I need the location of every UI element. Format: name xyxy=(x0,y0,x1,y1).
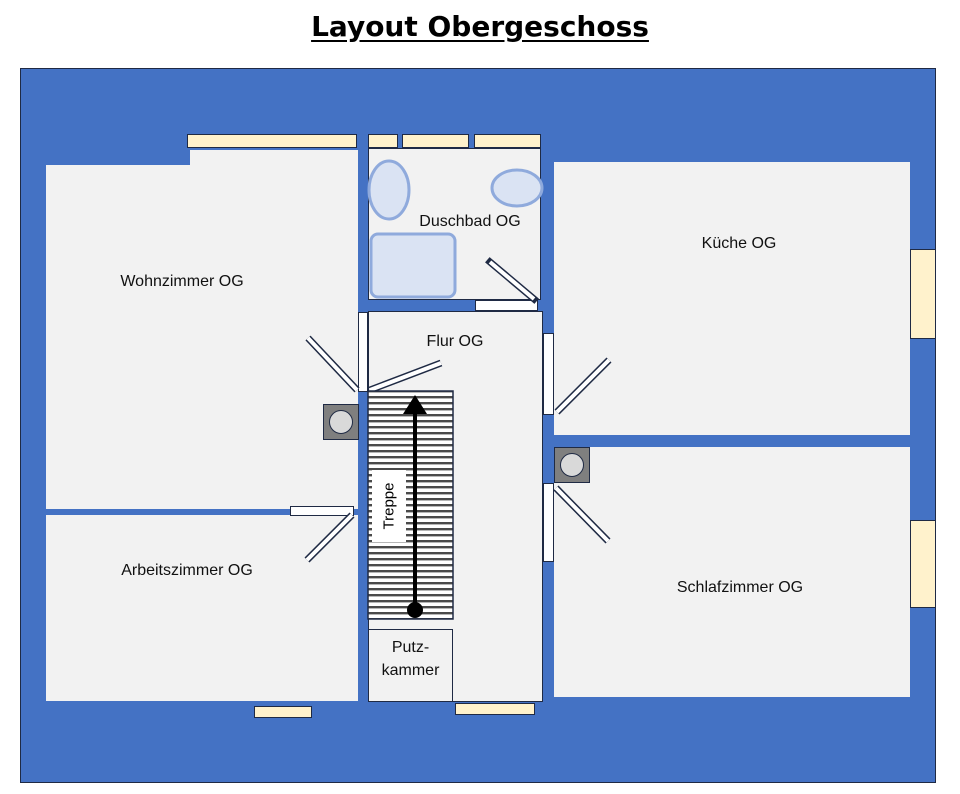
chimney-schlafzimmer xyxy=(554,447,590,483)
treppe-label: Treppe xyxy=(380,482,398,530)
window-flur-bottom xyxy=(455,703,535,715)
window-kueche xyxy=(910,249,936,339)
stair-start-dot xyxy=(407,602,423,618)
chimney-pipe-icon xyxy=(560,453,584,477)
door-swing-arbeitszimmer xyxy=(304,512,355,563)
window-bad-mid xyxy=(402,134,469,148)
room-kueche xyxy=(554,162,910,435)
sink-icon xyxy=(367,159,411,221)
door-swing-bad xyxy=(485,257,539,304)
chimney-pipe-icon xyxy=(329,410,353,434)
stair-arrow-icon xyxy=(403,395,427,414)
window-bad-small xyxy=(368,134,398,148)
shower-tray-icon xyxy=(369,232,457,299)
door-swing-wohnzimmer xyxy=(305,335,360,393)
door-frame-arbeitszimmer xyxy=(290,506,354,516)
treppe-label-box: Treppe xyxy=(372,470,406,542)
window-schlafzimmer xyxy=(910,520,936,608)
room-schlafzimmer xyxy=(554,447,910,697)
door-swing-schlafzimmer xyxy=(553,485,611,544)
label-flur: Flur OG xyxy=(426,333,484,350)
room-wohnzimmer xyxy=(46,165,358,509)
label-wohnzimmer: Wohnzimmer OG xyxy=(120,273,244,290)
toilet-icon xyxy=(490,168,544,208)
label-putzkammer-line2: kammer xyxy=(381,662,440,679)
room-putzkammer xyxy=(368,629,453,702)
window-wohnzimmer-top xyxy=(187,134,357,148)
label-arbeitszimmer: Arbeitszimmer OG xyxy=(121,562,253,579)
room-wohnzimmer-nook xyxy=(190,150,358,166)
window-bad-right xyxy=(474,134,541,148)
label-schlafzimmer: Schlafzimmer OG xyxy=(676,579,804,596)
door-frame-bad xyxy=(475,300,538,311)
door-frame-kueche xyxy=(543,333,554,415)
door-swing-flur xyxy=(368,359,443,394)
label-kueche: Küche OG xyxy=(701,235,777,252)
page-title: Layout Obergeschoss xyxy=(311,10,649,43)
label-duschbad: Duschbad OG xyxy=(419,213,521,230)
window-arbeitszimmer xyxy=(254,706,312,718)
label-putzkammer-line1: Putz- xyxy=(391,639,430,656)
room-arbeitszimmer xyxy=(46,515,358,701)
chimney-wohnzimmer xyxy=(323,404,359,440)
door-frame-schlafzimmer xyxy=(543,483,554,562)
door-swing-kueche xyxy=(554,357,612,415)
door-frame-wohnzimmer xyxy=(358,312,368,392)
